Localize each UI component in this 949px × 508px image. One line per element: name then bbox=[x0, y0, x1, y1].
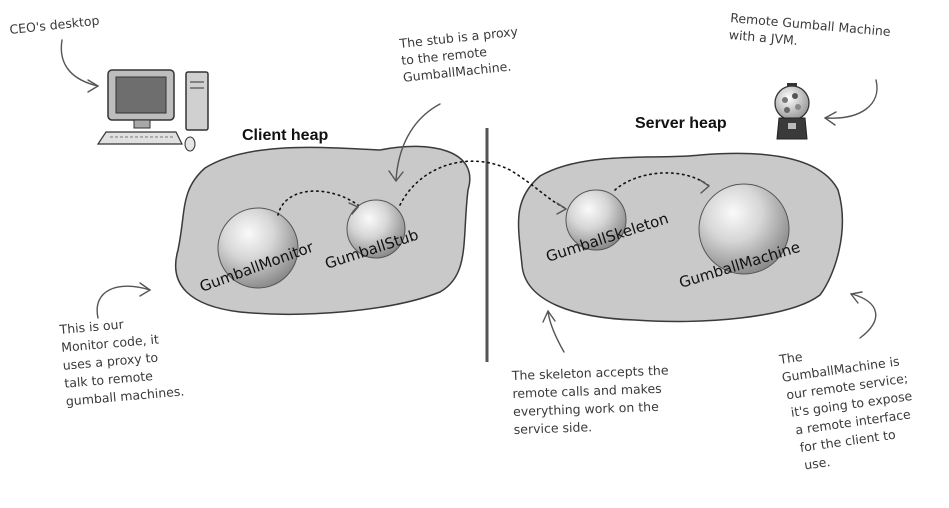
stub-note: The stub is a proxy to the remote Gumbal… bbox=[398, 24, 519, 85]
gumball-skeleton-object bbox=[565, 189, 627, 251]
monitor-note: This is our Monitor code, it uses a prox… bbox=[58, 316, 185, 408]
machine-note-arrow bbox=[851, 293, 877, 339]
svg-text:with a JVM.: with a JVM. bbox=[728, 27, 798, 48]
client-heap-title: Client heap bbox=[242, 127, 328, 144]
gumball-stub-object bbox=[346, 199, 406, 259]
ceo-desktop-label: CEO's desktop bbox=[9, 13, 100, 37]
skeleton-note: The skeleton accepts the remote calls an… bbox=[511, 363, 669, 437]
desktop-computer-icon bbox=[96, 69, 209, 152]
machine-note: The GumballMachine is our remote service… bbox=[777, 349, 913, 473]
stub-to-skeleton-link bbox=[399, 160, 566, 209]
stub-note-arrow bbox=[395, 103, 441, 181]
server-heap-title: Server heap bbox=[635, 115, 727, 132]
gumball-machine-object bbox=[698, 183, 790, 275]
monitor-to-stub-link bbox=[277, 190, 359, 216]
server-heap-blob bbox=[517, 152, 844, 323]
skeleton-to-machine-link bbox=[614, 172, 709, 191]
remote-machine-arrow bbox=[825, 79, 878, 119]
svg-text:The skeleton accepts the: The skeleton accepts the bbox=[511, 363, 669, 384]
monitor-note-arrow bbox=[96, 285, 151, 319]
skeleton-note-arrow bbox=[547, 311, 565, 353]
svg-text:use.: use. bbox=[803, 454, 831, 472]
gumball-monitor-object bbox=[217, 207, 299, 289]
svg-text:service side.: service side. bbox=[513, 419, 592, 437]
svg-text:remote calls and makes: remote calls and makes bbox=[512, 381, 662, 401]
svg-text:The: The bbox=[777, 349, 803, 367]
ceo-desktop-arrow bbox=[60, 39, 99, 87]
svg-text:everything work on the: everything work on the bbox=[513, 399, 659, 419]
svg-text:This is our: This is our bbox=[58, 316, 125, 337]
remote-machine-note: Remote Gumball Machine with a JVM. bbox=[728, 10, 891, 48]
gumball-machine-icon bbox=[774, 83, 810, 140]
